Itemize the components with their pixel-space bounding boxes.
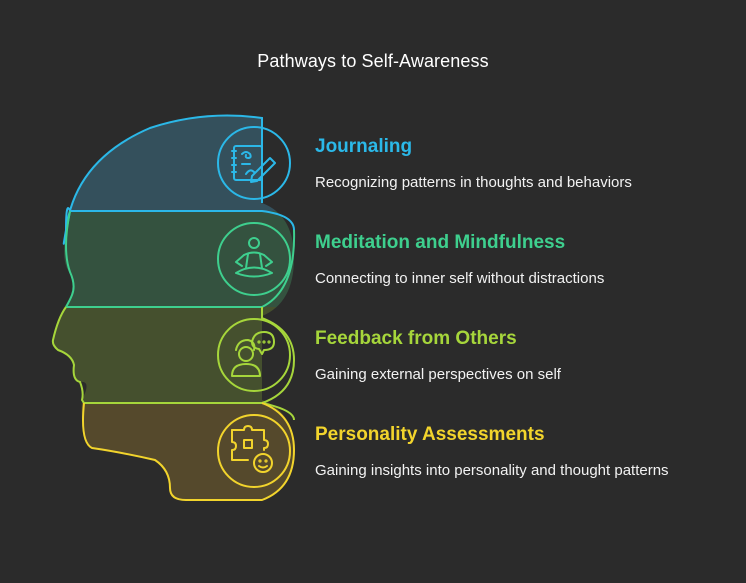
outline-meditation	[65, 210, 296, 308]
band-meditation	[52, 211, 294, 307]
feedback-description: Gaining external perspectives on self	[315, 366, 561, 383]
journaling-title: Journaling	[315, 136, 413, 157]
meditation-description: Connecting to inner self without distrac…	[315, 270, 605, 287]
personality-description: Gaining insights into personality and th…	[315, 462, 669, 479]
journaling-description: Recognizing patterns in thoughts and beh…	[315, 174, 632, 191]
feedback-title: Feedback from Others	[315, 328, 517, 349]
puzzle-face-icon	[217, 414, 291, 488]
meditation-title: Meditation and Mindfulness	[315, 232, 566, 253]
outline-journaling-divider	[70, 210, 295, 231]
page-title: Pathways to Self-Awareness	[257, 51, 489, 71]
meditation-person-icon	[217, 222, 291, 296]
person-speech-bubble-icon	[217, 318, 291, 392]
journal-pen-icon	[217, 126, 291, 200]
outline-personality	[82, 402, 296, 501]
band-journaling	[52, 115, 294, 211]
personality-title: Personality Assessments	[315, 424, 545, 445]
